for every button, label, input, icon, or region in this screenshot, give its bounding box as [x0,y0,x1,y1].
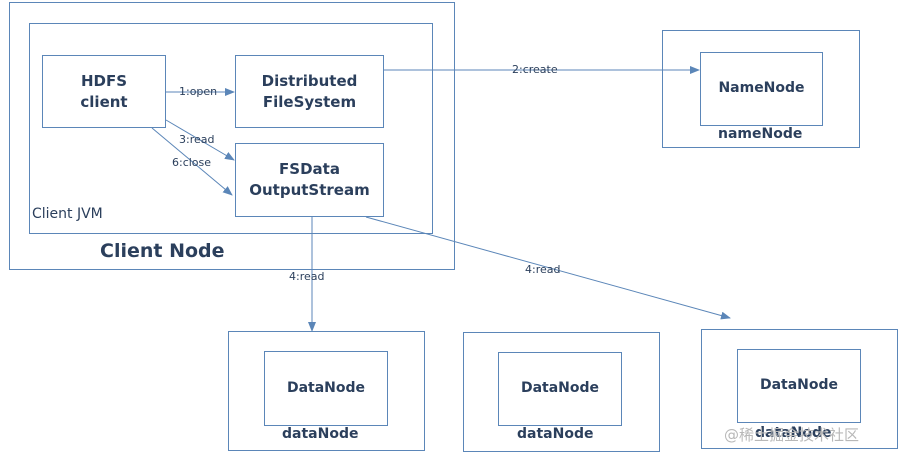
client-jvm-label: Client JVM [32,206,103,222]
edge-read3-label: 3:read [179,133,215,146]
distributed-fs-line2: FileSystem [262,92,357,111]
datanode-3-outer-label: dataNode [755,425,832,441]
datanode-1-label: DataNode [286,379,366,396]
namenode-label: NameNode [718,80,805,97]
namenode-inner-box: NameNode [700,52,823,126]
edge-read4b [365,216,731,320]
datanode-2-label: DataNode [520,380,600,397]
fsdata-outputstream-box: FSData OutputStream [235,143,384,217]
distributed-filesystem-box: Distributed FileSystem [235,55,384,128]
hdfs-client-box: HDFS client [42,55,166,128]
edge-open-label: 1:open [179,85,218,98]
namenode-outer-label: nameNode [718,126,803,142]
edge-close [151,127,233,196]
datanode-2-inner-box: DataNode [498,352,622,426]
fsdata-line1: FSData [279,160,340,178]
datanode-1-outer-label: dataNode [282,426,359,442]
edge-close-label: 6:close [172,156,212,169]
edge-create-label: 2:create [512,63,558,76]
fsdata-line2: OutputStream [249,181,370,199]
edge-read4b-label: 4:read [525,263,561,276]
distributed-fs-line1: Distributed [261,71,358,90]
datanode-3-label: DataNode [759,377,839,394]
datanode-1-inner-box: DataNode [264,351,388,426]
edge-read3 [165,119,235,161]
datanode-2-outer-label: dataNode [517,426,594,442]
edge-read4a-label: 4:read [289,270,325,283]
client-node-label: Client Node [100,240,225,262]
hdfs-client-line1: HDFS [80,71,128,90]
hdfs-client-line2: client [80,92,128,111]
watermark: @稀土掘金技术社区 [724,426,860,444]
datanode-3-inner-box: DataNode [737,349,861,423]
